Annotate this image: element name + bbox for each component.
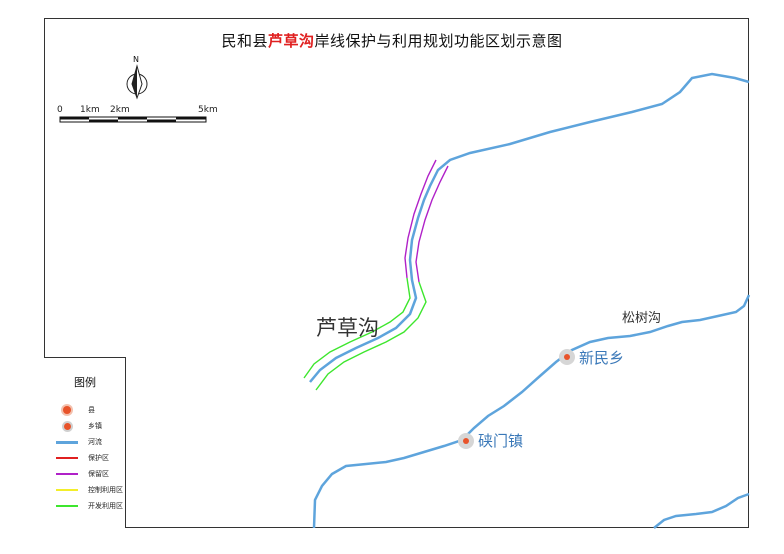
label-town-2: 硖门镇 (478, 432, 524, 450)
reserve-zone-right (415, 165, 449, 283)
river-upper-main (309, 72, 750, 383)
town-marker-xinmin (559, 349, 575, 365)
reserve-zone-left (404, 159, 437, 279)
development-line-icon (56, 505, 78, 507)
legend-label-protection: 保护区 (88, 454, 109, 462)
legend-item-protection: 保护区 (56, 452, 109, 464)
legend-label-county: 县 (88, 406, 95, 414)
title-suffix: 岸线保护与利用规划功能区划示意图 (314, 32, 563, 50)
legend-item-river: 河流 (56, 436, 102, 448)
legend-item-county: 县 (56, 404, 95, 416)
river-lower-right (653, 492, 750, 529)
legend-title: 图例 (74, 376, 96, 389)
river-songshugou (312, 294, 751, 529)
north-arrow-icon (126, 64, 148, 100)
scale-label-2km: 2km (110, 105, 130, 115)
legend-item-controlled: 控制利用区 (56, 484, 123, 496)
scale-bar (59, 116, 207, 123)
county-point-icon (63, 406, 71, 414)
title-highlight: 芦草沟 (267, 32, 315, 50)
scale-label-0: 0 (57, 105, 63, 115)
legend-item-town: 乡镇 (56, 420, 102, 432)
north-label: N (133, 55, 139, 64)
legend-label-town: 乡镇 (88, 422, 102, 430)
legend-item-reserve: 保留区 (56, 468, 109, 480)
protection-line-icon (56, 457, 78, 459)
map-title: 民和县芦草沟岸线保护与利用规划功能区划示意图 (0, 30, 784, 51)
river-line-icon (56, 440, 78, 444)
legend-item-development: 开发利用区 (56, 500, 123, 512)
label-main-river: 芦草沟 (316, 316, 379, 340)
development-zone-right (315, 281, 427, 391)
label-tributary: 松树沟 (622, 311, 662, 326)
town-point-icon (63, 422, 71, 430)
legend-label-reserve: 保留区 (88, 470, 109, 478)
legend-label-controlled: 控制利用区 (88, 486, 123, 494)
title-prefix: 民和县 (221, 32, 268, 50)
label-town-1: 新民乡 (579, 349, 625, 367)
legend-label-development: 开发利用区 (88, 502, 123, 510)
development-zone-left (303, 277, 411, 379)
controlled-line-icon (56, 489, 78, 491)
scale-label-1km: 1km (80, 105, 100, 115)
legend-label-river: 河流 (88, 438, 102, 446)
legend: 图例 县 乡镇 河流 保护区 保留区 控制利用区 开发利用区 (44, 357, 126, 528)
scale-label-5km: 5km (198, 105, 218, 115)
town-marker-xiamen (458, 433, 474, 449)
map-frame (44, 18, 749, 528)
reserve-line-icon (56, 473, 78, 475)
